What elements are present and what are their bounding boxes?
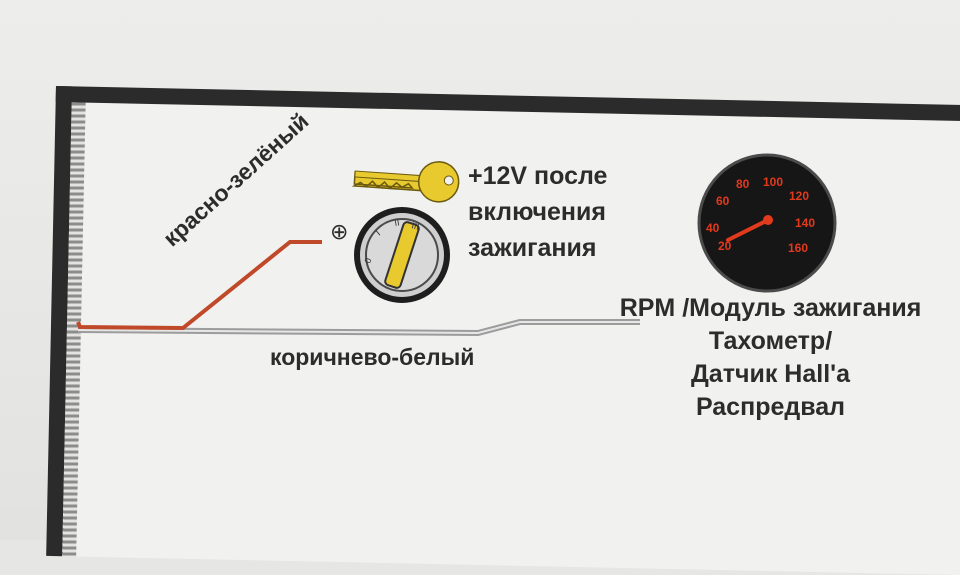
key-icon <box>351 161 460 203</box>
red-green-wire <box>76 240 322 331</box>
wiring-diagram: ⊕ 0 I II III 20 40 60 80 100 120 140 160 <box>76 153 837 337</box>
plus-symbol: ⊕ <box>330 220 348 245</box>
tach-scale-140: 140 <box>795 216 815 230</box>
tachometer-icon: 20 40 60 80 100 120 140 160 <box>697 153 837 293</box>
tach-scale-20: 20 <box>718 239 732 253</box>
power-line-2: включения <box>468 198 606 226</box>
ignition-position-3: III <box>410 220 420 232</box>
tach-scale-40: 40 <box>706 221 720 235</box>
brown-white-wire <box>77 319 640 337</box>
ignition-position-0: 0 <box>362 257 373 265</box>
power-line-1: +12V после <box>468 162 608 190</box>
tach-scale-160: 160 <box>788 241 808 255</box>
module-description: RPM /Модуль зажигания Тахометр/ Датчик H… <box>588 292 953 424</box>
tach-scale-120: 120 <box>789 189 809 203</box>
module-line-3: Датчик Hall'a <box>691 360 850 388</box>
ignition-switch-icon: 0 I II III <box>354 207 450 303</box>
tach-scale-100: 100 <box>763 175 783 189</box>
power-description: +12V после включения зажигания <box>468 158 607 266</box>
tach-scale-60: 60 <box>716 194 730 208</box>
tach-needle <box>726 218 770 242</box>
module-line-1: RPM /Модуль зажигания <box>619 294 922 322</box>
brown-white-wire-label: коричнево-белый <box>270 344 475 370</box>
ignition-position-2: II <box>394 217 401 228</box>
ignition-position-1: I <box>374 228 382 237</box>
tach-scale-80: 80 <box>736 177 750 191</box>
module-line-4: Распредвал <box>695 393 846 421</box>
module-line-2: Тахометр/ <box>708 327 833 355</box>
power-line-3: зажигания <box>468 234 597 262</box>
